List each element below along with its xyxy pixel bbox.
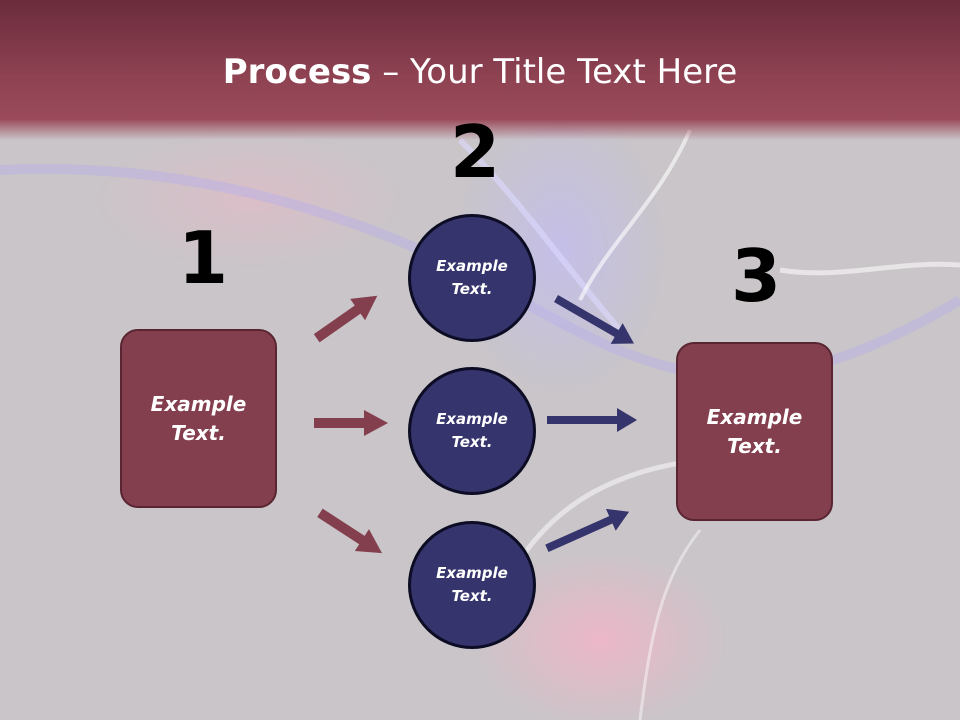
step-2-circle-text: Example Text. <box>436 410 508 451</box>
step-1-box: Example Text. <box>120 329 277 508</box>
step-2-circle-bottom: Example Text. <box>408 521 536 649</box>
step-2-circle-text: Example Text. <box>436 257 508 298</box>
step-1-text: Example Text. <box>150 391 247 445</box>
step-3-text: Example Text. <box>706 404 803 458</box>
arrow-1-to-top <box>313 295 378 343</box>
arrow-middle-to-3 <box>547 408 637 432</box>
step-number-2: 2 <box>450 110 501 194</box>
step-2-circle-text: Example Text. <box>436 564 508 605</box>
step-2-circle-middle: Example Text. <box>408 367 536 495</box>
step-number-3: 3 <box>731 234 782 318</box>
header-band <box>0 0 960 140</box>
slide-title: Process – Your Title Text Here <box>0 52 960 92</box>
arrow-bottom-to-3 <box>545 508 630 552</box>
arrow-top-to-3 <box>554 295 634 344</box>
title-bold: Process <box>222 52 372 92</box>
step-3-box: Example Text. <box>676 342 833 521</box>
arrow-1-to-middle <box>314 410 388 436</box>
step-2-circle-top: Example Text. <box>408 214 536 342</box>
title-rest: – Your Title Text Here <box>371 52 738 92</box>
arrow-1-to-bottom <box>317 508 383 554</box>
step-number-1: 1 <box>178 216 229 300</box>
